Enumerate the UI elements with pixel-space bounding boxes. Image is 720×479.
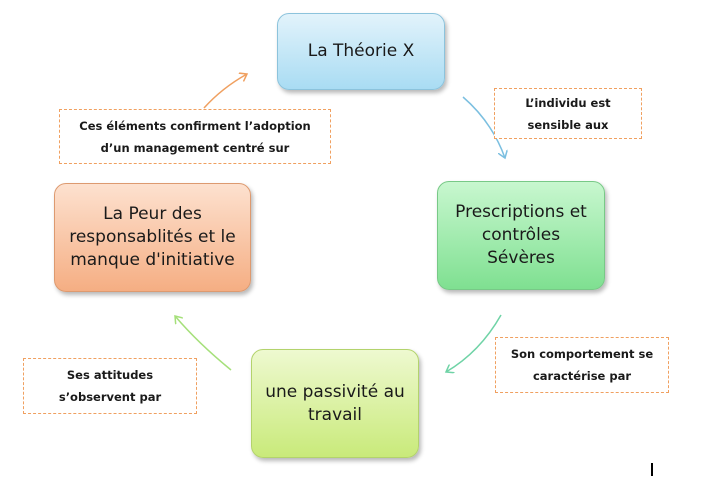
connector-bottom-left-line-2: s’observent par <box>58 390 162 404</box>
arrow-prescriptions-to-passivite <box>446 314 502 372</box>
connector-note-bottom-right: Son comportement se caractérise par <box>495 337 669 393</box>
node-prescriptions-line-3: Sévères <box>487 248 555 268</box>
node-prescriptions-line-2: contrôles <box>481 225 561 245</box>
text-cursor <box>651 463 653 476</box>
node-prescriptions-line-1: Prescriptions et <box>455 202 587 222</box>
node-passivite-line-2: travail <box>308 404 362 425</box>
node-passivite-line-1: une passivité au <box>265 381 405 402</box>
connector-top-left-line-2: d’un management centré sur <box>100 140 290 155</box>
arrow-passivite-to-peur <box>175 316 232 371</box>
node-peur-line-1: La Peur des <box>103 204 202 224</box>
arrow-theory-to-prescriptions <box>462 96 505 158</box>
connector-bottom-left-line-1: Ses attitudes <box>66 368 154 382</box>
node-peur-line-3: manque d'initiative <box>70 250 235 270</box>
node-peur-line-2: responsablités et le <box>69 227 236 247</box>
node-theorie-x-label: La Théorie X <box>307 41 415 61</box>
connector-bottom-right-line-1: Son comportement se <box>510 347 654 361</box>
node-peur: La Peur des responsablités et le manque … <box>54 183 251 292</box>
connector-top-left-line-1: Ces éléments confirment l’adoption <box>79 118 311 133</box>
arrow-peur-to-theory <box>203 74 247 109</box>
node-prescriptions: Prescriptions et contrôles Sévères <box>437 181 605 290</box>
connector-bottom-right-line-2: caractérise par <box>532 369 632 383</box>
connector-note-top-left: Ces éléments confirment l’adoption d’un … <box>59 109 331 164</box>
connector-top-right-line-2: sensible aux <box>527 117 609 132</box>
connector-note-bottom-left: Ses attitudes s’observent par <box>23 358 197 414</box>
node-passivite: une passivité au travail <box>251 349 419 458</box>
connector-note-top-right: L’individu est sensible aux <box>494 88 642 139</box>
connector-top-right-line-1: L’individu est <box>525 95 611 110</box>
node-theorie-x: La Théorie X <box>277 13 445 90</box>
